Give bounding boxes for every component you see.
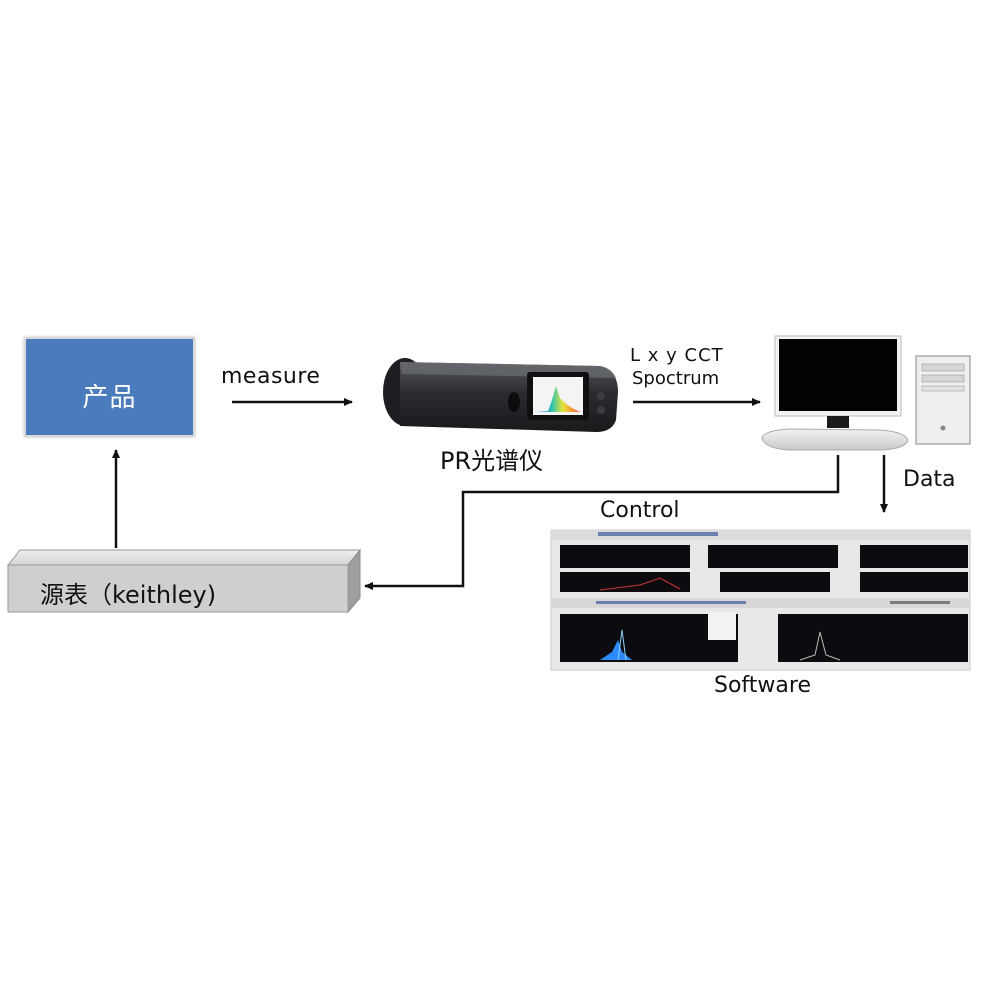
data-output-line2: Spoctrum bbox=[632, 368, 720, 389]
source-meter-label: 源表（keithley) bbox=[40, 581, 217, 609]
software-label: Software bbox=[714, 673, 811, 698]
control-arrow bbox=[364, 455, 840, 590]
spectrometer-device bbox=[383, 358, 618, 432]
product-label: 产品 bbox=[82, 383, 137, 413]
monitor-icon bbox=[774, 335, 902, 428]
software-screenshot bbox=[550, 529, 971, 671]
keyboard-icon bbox=[761, 428, 909, 451]
tower-pc-icon bbox=[915, 355, 971, 445]
source-meter-box bbox=[6, 548, 362, 614]
measure-label: measure bbox=[221, 364, 321, 389]
data-label: Data bbox=[903, 467, 956, 492]
control-label: Control bbox=[600, 498, 680, 523]
data-output-line1: L x y CCT bbox=[630, 345, 724, 366]
product-box: 产品 bbox=[24, 337, 195, 437]
spectrometer-label: PR光谱仪 bbox=[440, 447, 544, 475]
